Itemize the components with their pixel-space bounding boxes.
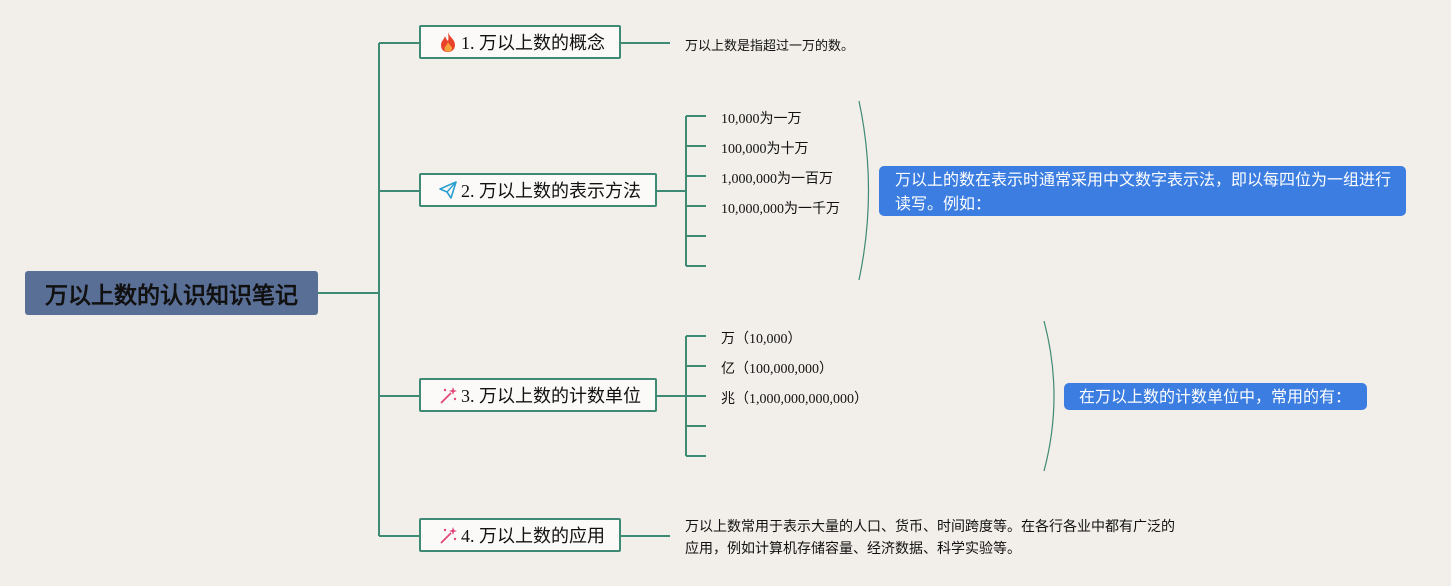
branch-label: 4. 万以上数的应用 (461, 526, 605, 546)
list-item: 10,000,000为一千万 (721, 202, 840, 217)
paper-plane-icon (437, 179, 459, 201)
application-note: 万以上数常用于表示大量的人口、货币、时间跨度等。在各行各业中都有广泛的 应用，例… (685, 516, 1175, 560)
branch-label: 1. 万以上数的概念 (461, 33, 605, 53)
list-item: 10,000为一万 (721, 112, 802, 127)
branch-representation[interactable]: 2. 万以上数的表示方法 (419, 173, 657, 207)
list-item: 1,000,000为一百万 (721, 172, 833, 187)
list-item: 万（10,000） (721, 332, 802, 347)
units-callout[interactable]: 在万以上数的计数单位中，常用的有： (1064, 383, 1367, 410)
application-note-line: 万以上数常用于表示大量的人口、货币、时间跨度等。在各行各业中都有广泛的 (685, 519, 1175, 535)
branch-label: 3. 万以上数的计数单位 (461, 386, 641, 406)
fire-icon (437, 31, 459, 53)
branch-label: 2. 万以上数的表示方法 (461, 181, 641, 201)
magic-wand-icon (437, 384, 459, 406)
branch-units[interactable]: 3. 万以上数的计数单位 (419, 378, 657, 412)
list-item: 兆（1,000,000,000,000） (721, 392, 868, 407)
root-topic[interactable]: 万以上数的认识知识笔记 (25, 271, 318, 315)
list-item: 亿（100,000,000） (721, 362, 833, 377)
magic-wand-icon (437, 524, 459, 546)
list-item: 100,000为十万 (721, 142, 809, 157)
application-note-line: 应用，例如计算机存储容量、经济数据、科学实验等。 (685, 541, 1021, 557)
branch-application[interactable]: 4. 万以上数的应用 (419, 518, 621, 552)
representation-callout[interactable]: 万以上的数在表示时通常采用中文数字表示法，即以每四位为一组进行读写。例如： (879, 166, 1406, 216)
branch-concept[interactable]: 1. 万以上数的概念 (419, 25, 621, 59)
concept-note: 万以上数是指超过一万的数。 (685, 39, 855, 54)
